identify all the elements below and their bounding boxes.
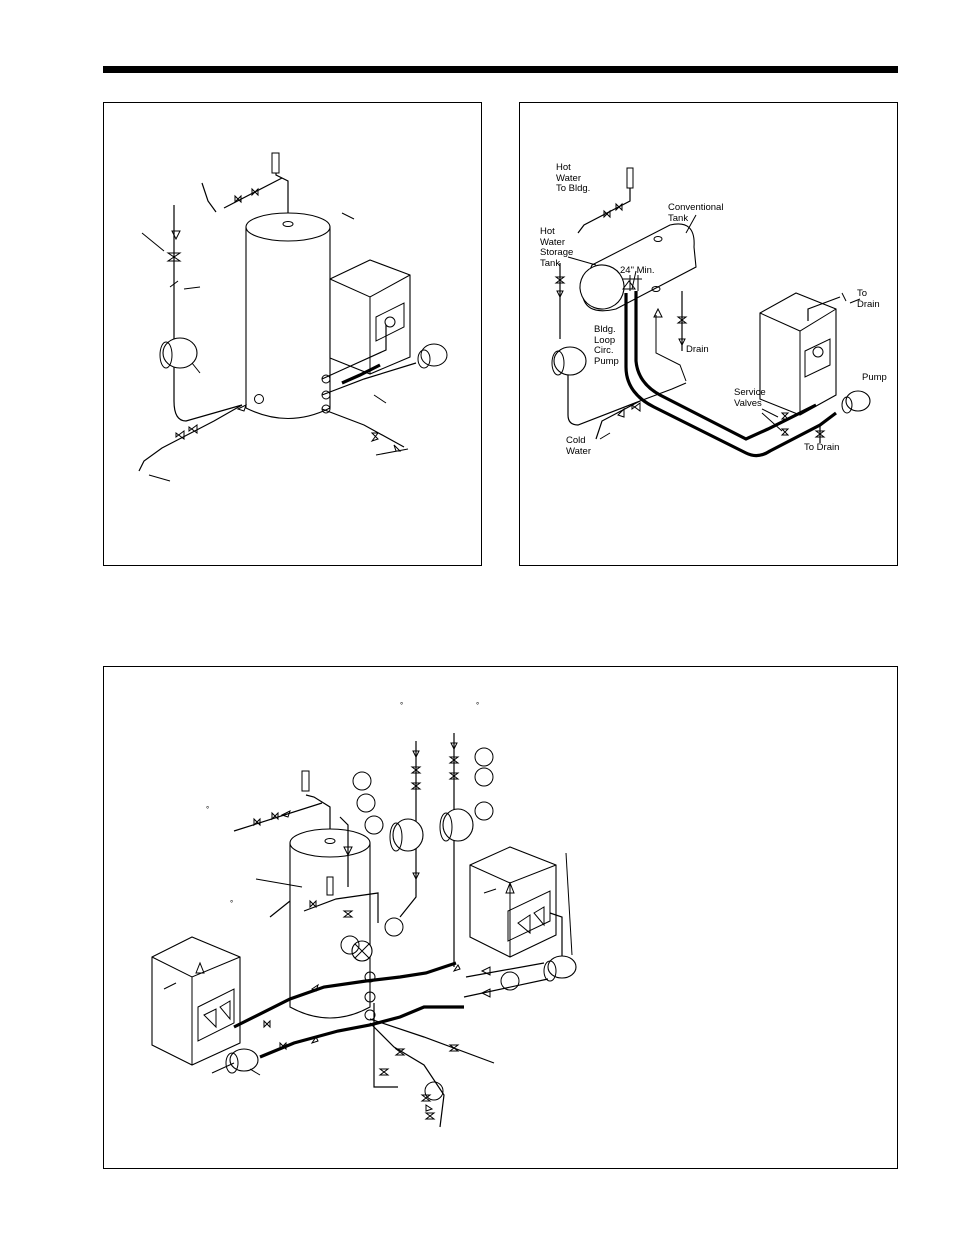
label-cold-water: Cold Water [566,435,591,457]
left-heater-supply [233,961,457,1029]
diagram-panel-storage-tank-vertical [103,102,482,566]
heater-return-pipe [634,291,817,441]
label-hot-water-storage-tank: Hot Water Storage Tank [540,226,574,269]
tank-top-fitting [282,221,294,227]
callout-circle [364,815,384,835]
vertical-storage-tank [289,832,371,1019]
callout-circle [356,793,376,813]
label-conventional-tank: Conventional Tank [668,202,724,224]
callout-circle [474,801,494,821]
label-24-min: 24" Min. [620,265,655,276]
diagram-panel-conventional-tank: Hot Water To Bldg. Conventional Tank Hot… [519,102,898,566]
dual-heater-storage-diagram [151,733,577,1128]
thermometer-icon [626,167,634,189]
callout-circle [384,917,404,937]
callout-circle [352,771,372,791]
pump-icon [845,390,871,412]
label-to-drain-bottom: To Drain [804,442,840,453]
tank-thermometer [326,876,334,896]
vertical-storage-tank [245,216,331,420]
callout-circle [340,935,360,955]
diagram-panel-dual-heater: ° ° ° ° [103,666,898,1169]
callout-circle [474,747,494,767]
heater-supply-pipe [624,293,837,458]
marker-dot: ° [206,805,210,814]
label-service-valves: Service Valves [734,387,766,409]
callout-circle [474,767,494,787]
tank-side-port [254,394,264,404]
left-heater-return [259,1005,464,1059]
label-bldg-loop-circ-pump: Bldg. Loop Circ. Pump [594,324,619,367]
pump-icon-left [229,1048,259,1072]
header-rule [103,66,898,73]
vertical-storage-tank-diagram [138,152,448,482]
label-to-drain-top: To Drain [857,288,880,310]
label-drain: Drain [686,344,709,355]
thermometer-icon [301,770,310,792]
heater-cabinet-right [469,846,557,958]
heater-cabinet-left [151,936,241,1066]
pump-icon-right [547,955,577,979]
marker-dot: ° [400,701,404,710]
tank-end-cap [579,264,625,310]
marker-dot: ° [476,701,480,710]
callout-circle [500,971,520,991]
label-hot-water-to-bldg: Hot Water To Bldg. [556,162,591,194]
heater-cabinet [759,292,837,416]
label-pump: Pump [862,372,887,383]
thermometer-icon [271,152,280,174]
pump-icon [420,343,448,367]
marker-dot: ° [230,899,234,908]
conventional-tank-diagram [551,167,871,458]
callout-circle [424,1081,444,1101]
